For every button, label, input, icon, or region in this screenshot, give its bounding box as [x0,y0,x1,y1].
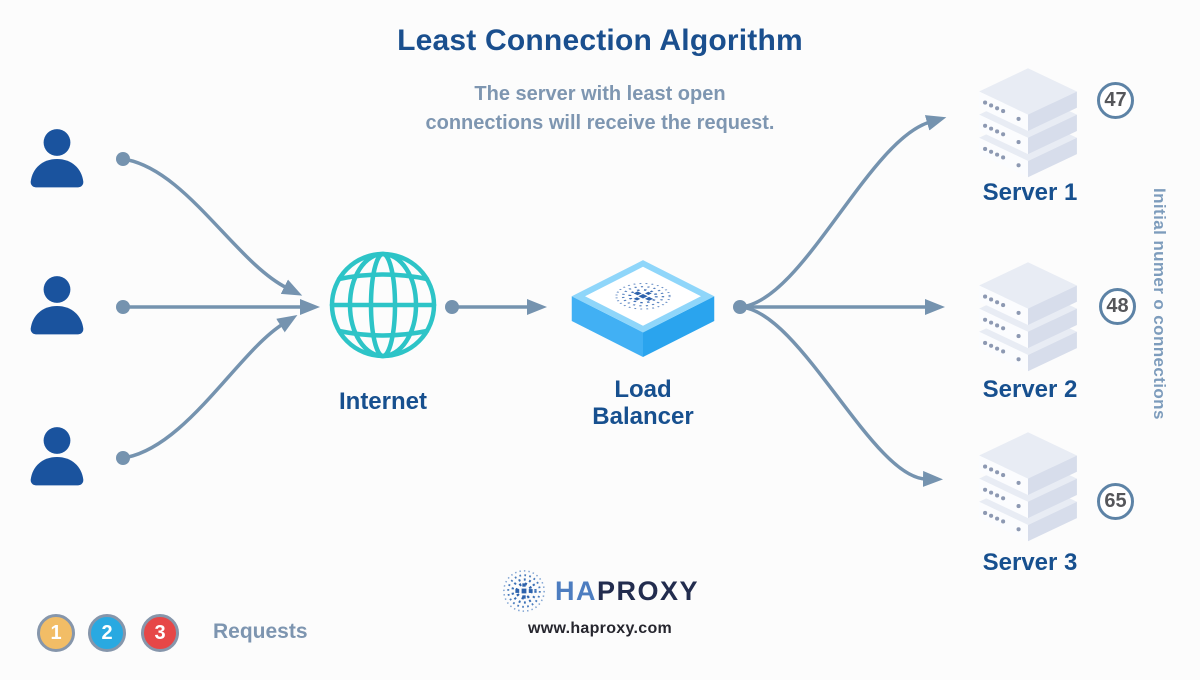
internet-label: Internet [338,388,427,415]
initial-connections-axis-label: Initial numer o connections [1150,188,1169,420]
internet-globe-icon [329,251,437,359]
connector-dot [116,152,130,166]
request-3-badge: 3 [141,614,179,652]
user-icon [30,276,84,335]
load-balancer-label-line2: Balancer [592,403,694,430]
page-title: Least Connection Algorithm [397,24,803,57]
brand-row: HAPROXY [501,568,699,614]
website-url: www.haproxy.com [527,620,673,637]
haproxy-wordmark: HAPROXY [555,576,699,607]
server1-label: Server 1 [982,179,1078,206]
arrow-user3-to-internet [121,315,298,460]
server2-label: Server 2 [982,376,1078,403]
arrow-user1-to-internet [121,157,303,296]
load-balancer-icon [571,260,715,358]
user-icon [30,427,84,486]
page-subtitle: The server with least open connections w… [0,80,1200,138]
connector-dot [733,300,747,314]
connector-dot [116,300,130,314]
subtitle-line-1: The server with least open [474,83,726,105]
wordmark-proxy: PROXY [596,575,700,606]
wordmark-ha: HA [554,575,597,606]
server2-connections-badge: 48 [1099,288,1136,325]
haproxy-logo-icon [503,570,545,612]
server3-connections-badge: 65 [1097,483,1134,520]
server3-label: Server 3 [982,549,1078,576]
request-2-badge: 2 [88,614,126,652]
arrow-lb-to-server1 [738,115,947,309]
connector-dot [445,300,459,314]
connector-dot [116,451,130,465]
user-icon [30,129,84,188]
load-balancer-label: Load Balancer [573,376,713,430]
arrow-lb-to-server3 [738,305,943,487]
requests-legend-label: Requests [213,620,308,643]
footer-brand: HAPROXY www.haproxy.com [0,568,1200,638]
server-icon [972,64,1084,179]
server-icon [972,258,1084,373]
subtitle-line-2: connections will receive the request. [425,112,775,134]
server1-connections-badge: 47 [1097,82,1134,119]
load-balancer-label-line1: Load [614,376,672,403]
request-1-badge: 1 [37,614,75,652]
server-icon [972,428,1084,543]
